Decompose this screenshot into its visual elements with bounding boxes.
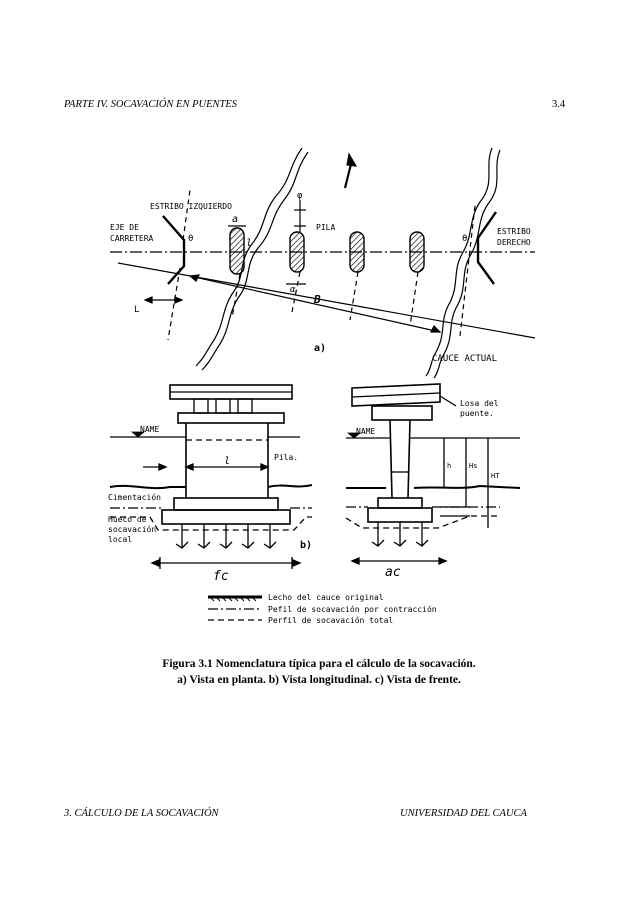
pier-4	[409, 231, 425, 273]
caption-line-1: Figura 3.1 Nomenclatura típica para el c…	[162, 658, 476, 670]
label-estribo-der-1: ESTRIBO	[497, 227, 531, 236]
plan-view	[110, 147, 536, 379]
label-hueco-3: local	[108, 535, 132, 544]
front-labels: Losa del puente. NAME h Hs HT ac	[356, 399, 500, 580]
symbol-b: B	[313, 293, 321, 306]
symbol-l-b: l	[224, 456, 230, 467]
original-bed-c	[346, 484, 521, 489]
label-hueco-1: Hueco de	[108, 515, 147, 524]
deck-c	[351, 383, 441, 407]
symbol-hs: Hs	[469, 462, 477, 470]
longitudinal-labels: NAME l Pila. Cimentación Hueco de socava…	[108, 425, 312, 584]
symbol-a: a	[232, 214, 238, 225]
symbol-alpha: α	[290, 285, 296, 295]
left-bank-line	[195, 147, 303, 367]
pier-1	[229, 227, 245, 275]
running-header-left: PARTE IV. SOCAVACIÓN EN PUENTES	[64, 99, 238, 110]
label-eje-2: CARRETERA	[110, 234, 154, 243]
symbol-ht: HT	[491, 472, 500, 480]
original-bed-b	[109, 484, 186, 490]
front-view	[345, 383, 521, 565]
pier-2	[289, 231, 305, 273]
label-estribo-izquierdo: ESTRIBO IZQUIERDO	[150, 202, 232, 211]
longitudinal-view	[109, 384, 313, 569]
symbol-fc: fc	[213, 569, 229, 584]
label-estribo-der-2: DERECHO	[497, 238, 531, 247]
label-pila: PILA	[316, 223, 335, 232]
symbol-h: h	[447, 462, 451, 470]
label-losa-2: puente.	[460, 409, 494, 418]
panel-b: b)	[300, 540, 312, 551]
legend-contraccion: Pefil de socavación por contracción	[268, 604, 437, 614]
label-eje-1: EJE DE	[110, 223, 139, 232]
symbol-l: l	[246, 238, 252, 249]
legend-total: Perfil de socavación total	[268, 615, 393, 625]
panel-a: a)	[314, 343, 326, 354]
label-pila-b: Pila.	[274, 453, 298, 462]
oblique-line	[117, 262, 536, 339]
left-abutment	[162, 215, 186, 285]
label-name-c: NAME	[356, 427, 375, 436]
symbol-phi: φ	[297, 191, 303, 201]
label-name-b: NAME	[140, 425, 159, 434]
label-cauce-actual: CAUCE ACTUAL	[432, 354, 497, 364]
right-bank-line	[425, 147, 493, 377]
right-abutment	[476, 211, 497, 285]
label-hueco-2: socavación	[108, 524, 156, 534]
symbol-L: L	[134, 305, 139, 315]
label-losa-1: Losa del	[460, 399, 499, 408]
caption-line-2: a) Vista en planta. b) Vista longitudina…	[177, 674, 461, 686]
theta-right: θ	[462, 234, 467, 244]
footer-left: 3. CÁLCULO DE LA SOCAVACIÓN	[64, 808, 219, 819]
label-cimentacion: Cimentación	[108, 492, 161, 502]
legend	[208, 595, 262, 621]
symbol-ac: ac	[385, 565, 401, 580]
page-number: 3.4	[552, 99, 566, 110]
figure-3-1: ESTRIBO IZQUIERDO EJE DE CARRETERA PILA …	[108, 147, 536, 625]
plan-labels: ESTRIBO IZQUIERDO EJE DE CARRETERA PILA …	[110, 191, 531, 364]
dimension-b-line	[189, 275, 441, 333]
footer-right: UNIVERSIDAD DEL CAUCA	[400, 808, 527, 819]
legend-original: Lecho del cauce original	[268, 593, 384, 602]
pier-3	[349, 231, 365, 273]
theta-left: θ	[188, 234, 193, 244]
